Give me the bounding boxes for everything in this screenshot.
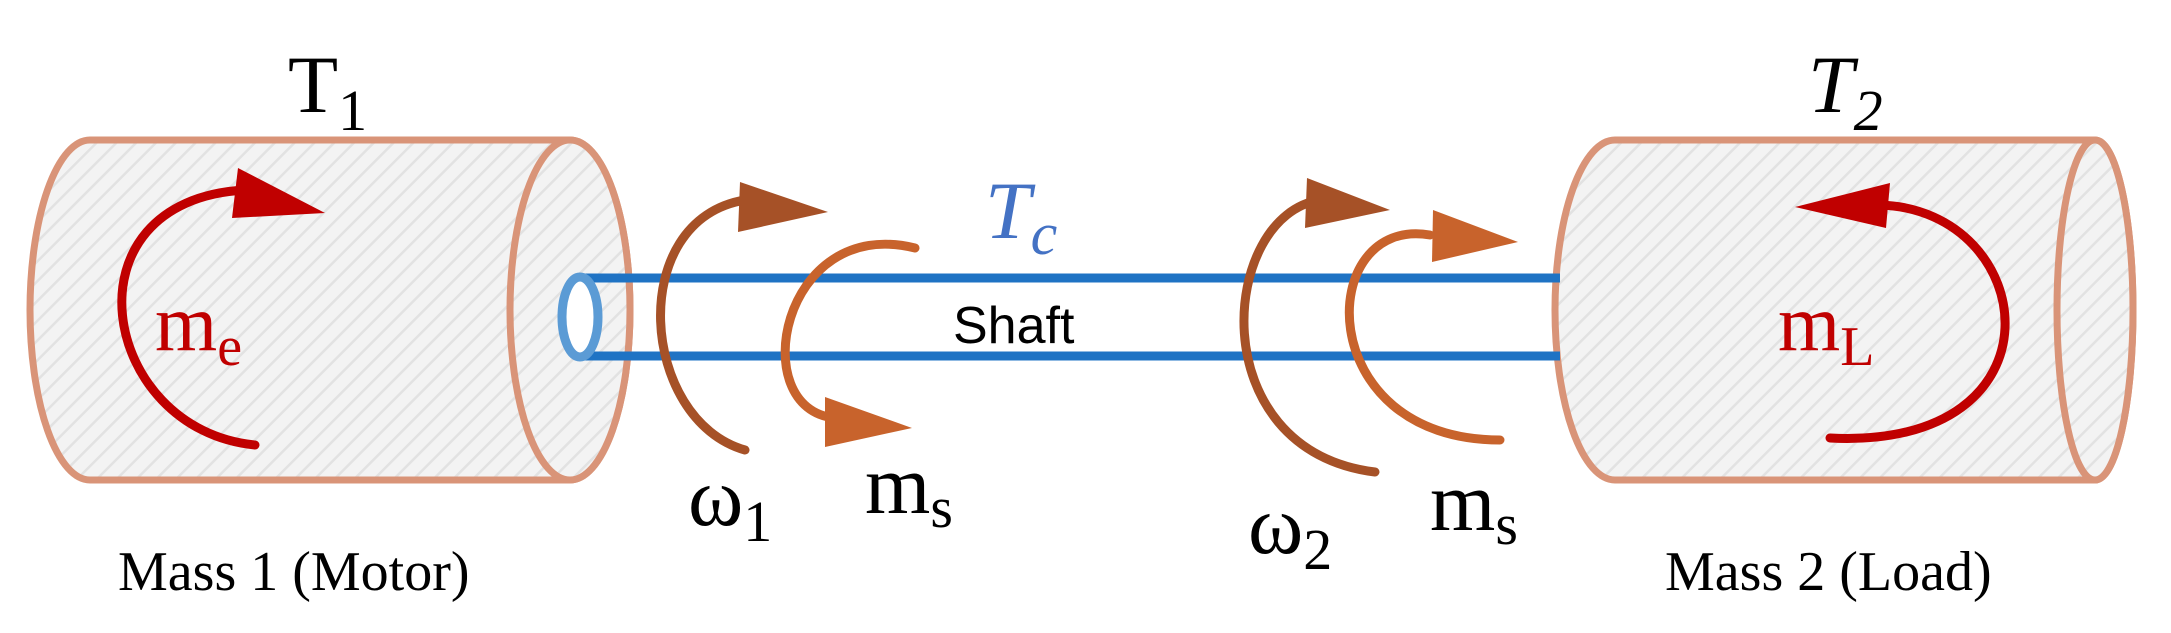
shaft-label: Shaft bbox=[953, 297, 1075, 355]
omega2-label: ω2 bbox=[1248, 479, 1332, 582]
omega1-rotation-arrow bbox=[656, 182, 828, 455]
ms-right-label: ms bbox=[1430, 456, 1518, 557]
shaft-end-ring bbox=[557, 272, 603, 362]
omega2-rotation-arrow bbox=[1239, 178, 1390, 477]
mass2-cylinder bbox=[1551, 136, 2137, 484]
ml-rotation-arrow bbox=[1795, 183, 2010, 443]
ml-label: mL bbox=[1778, 280, 1874, 378]
mass1-cylinder bbox=[26, 136, 634, 484]
shaft bbox=[557, 272, 1560, 362]
ms-left-label: ms bbox=[865, 439, 953, 540]
mass2-end-face bbox=[2053, 136, 2137, 484]
ms-left-rotation-arrow bbox=[780, 239, 920, 447]
me-rotation-arrow bbox=[117, 168, 325, 450]
mass2-body bbox=[1551, 136, 2137, 484]
mass2-caption: Mass 2 (Load) bbox=[1665, 541, 1992, 603]
mass1-caption: Mass 1 (Motor) bbox=[118, 541, 470, 603]
mass1-torque-label: T1 bbox=[288, 39, 367, 143]
coupling-torque-label: Tc bbox=[985, 165, 1057, 267]
mass2-torque-label: T2 bbox=[1808, 39, 1883, 143]
me-label: me bbox=[155, 280, 242, 378]
ms-right-rotation-arrow bbox=[1344, 210, 1518, 445]
omega1-label: ω1 bbox=[688, 451, 772, 554]
